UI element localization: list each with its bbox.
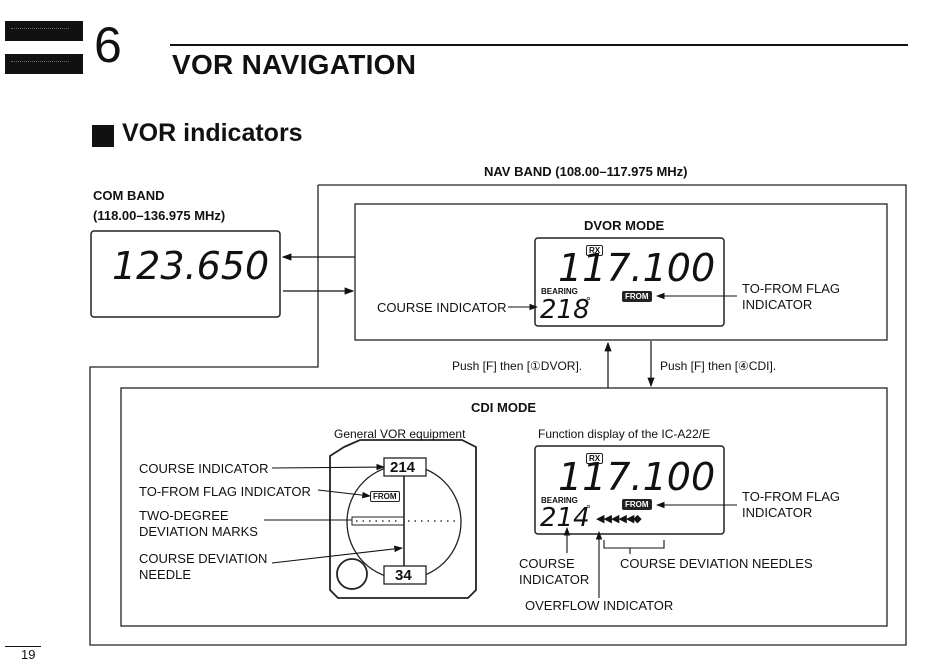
general-vor-caption: General VOR equipment — [334, 427, 466, 441]
needle-label-2: NEEDLE — [139, 567, 192, 582]
overflow-indicator-label: OVERFLOW INDICATOR — [525, 598, 674, 613]
com-band-range: (118.00–136.975 MHz) — [93, 208, 226, 223]
cdi-course-label-2: INDICATOR — [519, 572, 590, 587]
nav-band-label: NAV BAND (108.00–117.975 MHz) — [484, 164, 688, 179]
dvor-frequency-display: 117.100 — [558, 246, 716, 290]
cdi-bearing-label: BEARING — [541, 496, 578, 505]
section-title: VOR indicators — [122, 119, 303, 147]
gauge-from-flag: FROM — [370, 491, 400, 502]
cdi-degree-symbol: ° — [586, 502, 591, 516]
course-deviation-needles-label: COURSE DEVIATION NEEDLES — [620, 556, 813, 571]
footer-rule — [5, 646, 41, 647]
chapter-tab-marker — [5, 54, 83, 74]
page-number: 19 — [21, 647, 36, 662]
two-degree-label-1: TWO-DEGREE — [139, 508, 229, 523]
chapter-title: VOR NAVIGATION — [172, 49, 417, 80]
com-frequency-display: 123.650 — [112, 244, 270, 288]
push-dvor-instruction: Push [F] then [①DVOR]. — [452, 359, 583, 373]
dvor-bearing-label: BEARING — [541, 287, 578, 296]
cdi-bearing-value: 214 — [540, 503, 590, 533]
dvor-degree-symbol: ° — [586, 294, 591, 308]
two-degree-label-2: DEVIATION MARKS — [139, 524, 258, 539]
needle-label-1: COURSE DEVIATION — [139, 551, 268, 566]
com-band-label: COM BAND — [93, 188, 165, 203]
dvor-from-flag: FROM — [622, 291, 652, 302]
section-bullet — [92, 125, 114, 147]
cdi-flag-label-2: INDICATOR — [742, 505, 813, 520]
chapter-number: 6 — [94, 17, 122, 73]
cdi-course-label-1: COURSE — [519, 556, 575, 571]
cdi-frequency-display: 117.100 — [558, 455, 716, 499]
dvor-flag-label-2: INDICATOR — [742, 297, 813, 312]
gauge-top-value: 214 — [390, 459, 416, 476]
chapter-tab-marker — [5, 21, 83, 41]
cdi-course-indicator-label: COURSE INDICATOR — [139, 461, 269, 476]
header-rule — [170, 44, 908, 46]
cdi-mode-title: CDI MODE — [471, 400, 536, 415]
cdi-rx-indicator: RX — [586, 453, 604, 464]
dvor-mode-title: DVOR MODE — [584, 218, 665, 233]
course-deviation-needles-display: ◀◀◀◀◀◆ — [596, 513, 642, 525]
to-from-flag-indicator-label: TO-FROM FLAG INDICATOR — [139, 484, 311, 499]
dvor-flag-label-1: TO-FROM FLAG — [742, 281, 840, 296]
dvor-bearing-value: 218 — [540, 295, 590, 325]
push-cdi-instruction: Push [F] then [④CDI]. — [660, 359, 777, 373]
function-display-caption: Function display of the IC-A22/E — [538, 427, 711, 441]
dvor-rx-indicator: RX — [586, 245, 604, 256]
dvor-course-indicator-label: COURSE INDICATOR — [377, 300, 507, 315]
cdi-flag-label-1: TO-FROM FLAG — [742, 489, 840, 504]
gauge-bottom-value: 34 — [395, 567, 412, 584]
cdi-from-flag: FROM — [622, 499, 652, 510]
